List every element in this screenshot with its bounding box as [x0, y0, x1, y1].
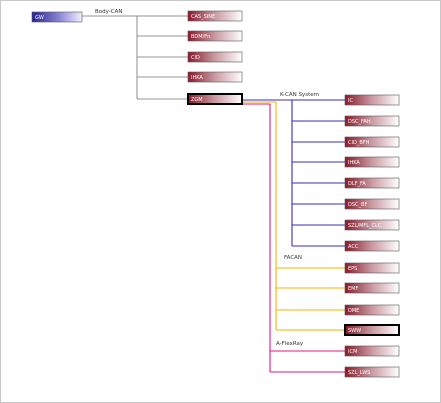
body-node-cid[interactable]: CID [187, 51, 243, 63]
k-node-1-label: DSC_FAH [348, 119, 371, 125]
fa-node-sww-label: SWW [348, 328, 361, 334]
k-can-label: K-CAN System [280, 92, 319, 98]
body-node-cas-sine[interactable]: CAS_SINE [187, 10, 243, 22]
fa-node-eps-label: EPS [348, 266, 357, 272]
fa-node-eps[interactable]: EPS [344, 262, 400, 274]
fa-node-eps-box [344, 262, 400, 274]
flex-node-szl-lws-label: SZL_LWS [348, 370, 370, 376]
body-node-cid-box [187, 51, 243, 63]
fa-node-dme-label: DME [348, 308, 359, 314]
fa-node-emf-box [344, 282, 400, 294]
k-node-5-box [344, 198, 400, 210]
flex-node-szl-lws-box [344, 366, 400, 378]
k-node-2-box [344, 136, 400, 148]
body-node-zgm-box [187, 93, 243, 105]
k-node-5[interactable]: DSC_BF [344, 198, 400, 210]
flex-node-icm-label: ICM [348, 349, 357, 355]
body-node-ihka-box [187, 71, 243, 83]
fa-node-dme[interactable]: DME [344, 304, 400, 316]
flex-node-icm-box [344, 345, 400, 357]
k-node-4-box [344, 177, 400, 189]
body-node-zgm-label: ZGM [191, 97, 203, 103]
body-node-cas-sine-box [187, 10, 243, 22]
root-gateway-node[interactable]: GW [31, 11, 83, 23]
k-node-3[interactable]: IHKA [344, 156, 400, 168]
k-node-0[interactable]: IC [344, 94, 400, 106]
k-node-5-label: DSC_BF [348, 202, 367, 208]
k-node-6[interactable]: SZL/MFL_CLC [344, 219, 400, 231]
k-node-6-label: SZL/MFL_CLC [348, 223, 382, 229]
fa-node-sww[interactable]: SWW [344, 324, 400, 336]
body-can-label: Body-CAN [95, 9, 123, 15]
flex-node-icm[interactable]: ICM [344, 345, 400, 357]
body-node-bdm-fn-box [187, 30, 243, 42]
fa-node-sww-box [344, 324, 400, 336]
body-node-zgm[interactable]: ZGM [187, 93, 243, 105]
body-node-ihka[interactable]: IHKA [187, 71, 243, 83]
fa-node-emf-label: EMF [348, 286, 358, 292]
fa-can-label: FACAN [284, 255, 302, 261]
flex-node-szl-lws[interactable]: SZL_LWS [344, 366, 400, 378]
k-node-1-box [344, 115, 400, 127]
body-node-ihka-label: IHKA [191, 75, 203, 81]
root-gateway-node-label: GW [35, 15, 44, 21]
k-node-0-label: IC [348, 98, 353, 104]
root-gateway-node-box [31, 11, 83, 23]
k-node-6-box [344, 219, 400, 231]
k-node-7-label: ACC [348, 244, 359, 250]
k-node-4[interactable]: DLF_FA [344, 177, 400, 189]
k-node-2-label: CID_BFH [348, 140, 370, 146]
body-node-cas-sine-label: CAS_SINE [191, 14, 215, 20]
fa-node-dme-box [344, 304, 400, 316]
flexray-label: A-FlexRay [276, 341, 304, 347]
body-node-bdm-fn[interactable]: BDM/Fn [187, 30, 243, 42]
k-node-2[interactable]: CID_BFH [344, 136, 400, 148]
k-node-1[interactable]: DSC_FAH [344, 115, 400, 127]
k-node-0-box [344, 94, 400, 106]
k-node-7[interactable]: ACC [344, 240, 400, 252]
body-node-cid-label: CID [191, 55, 200, 61]
k-node-3-box [344, 156, 400, 168]
k-node-3-label: IHKA [348, 160, 360, 166]
body-node-bdm-fn-label: BDM/Fn [191, 34, 210, 40]
k-node-4-label: DLF_FA [348, 181, 366, 187]
fa-node-emf[interactable]: EMF [344, 282, 400, 294]
k-node-7-box [344, 240, 400, 252]
